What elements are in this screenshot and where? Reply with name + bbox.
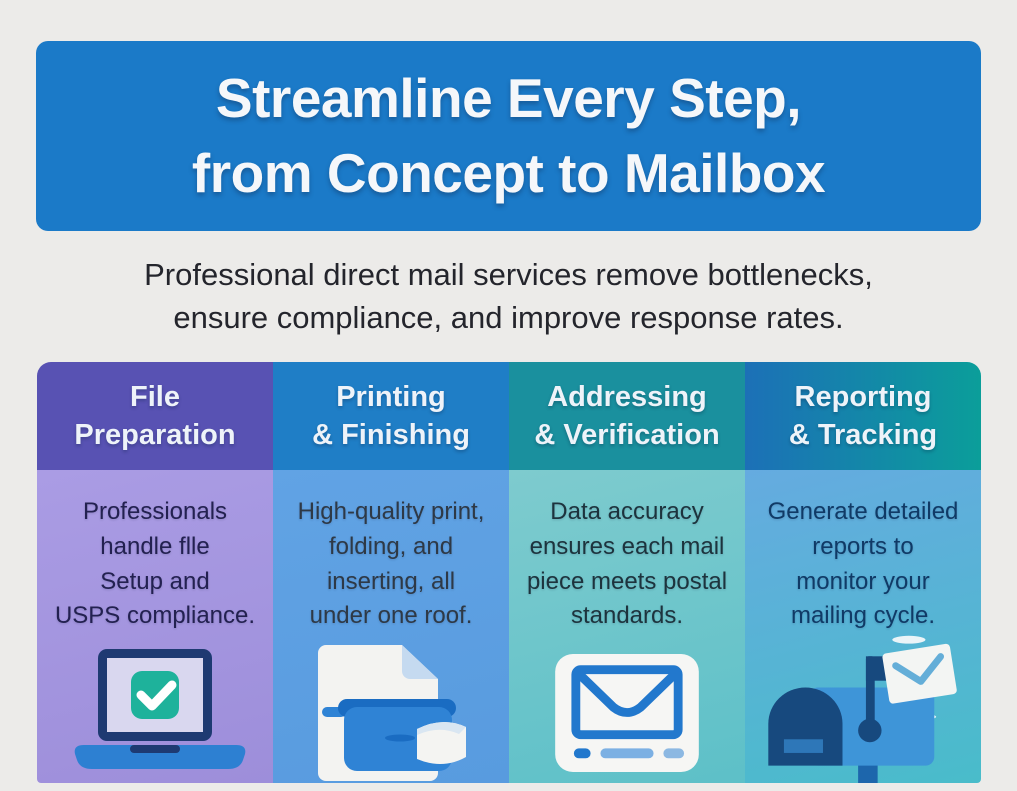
column-body-printing-finishing: High-quality print, folding, and inserti… — [273, 470, 509, 783]
envelope-card-icon — [555, 653, 699, 773]
column-title-addressing-verification: Addressing & Verification — [509, 362, 745, 470]
steps-panel: File Preparation Professionals handle fl… — [37, 362, 981, 783]
column-body-addressing-verification: Data accuracy ensures each mail piece me… — [509, 470, 745, 783]
title-banner: Streamline Every Step, from Concept to M… — [36, 41, 981, 231]
column-body-file-preparation: Professionals handle flle Setup and USPS… — [37, 470, 273, 783]
column-title-reporting-tracking: Reporting & Tracking — [745, 362, 981, 470]
column-printing-finishing: Printing & Finishing High-quality print,… — [273, 362, 509, 783]
mailbox-flag-icon — [768, 635, 957, 783]
page-subtitle: Professional direct mail services remove… — [144, 257, 873, 336]
page-title: Streamline Every Step, from Concept to M… — [191, 67, 826, 204]
column-title-printing-finishing: Printing & Finishing — [273, 362, 509, 470]
laptop-check-icon — [74, 649, 246, 769]
column-text: Professionals handle flle Setup and USPS… — [54, 498, 256, 630]
printer-document-icon — [318, 645, 466, 781]
column-reporting-tracking: Reporting & Tracking Generate detailed r… — [745, 362, 981, 783]
column-text: High-quality print, folding, and inserti… — [297, 498, 485, 630]
column-addressing-verification: Addressing & Verification Data accuracy … — [509, 362, 745, 783]
column-body-reporting-tracking: Generate detailed reports to monitor you… — [745, 470, 981, 783]
column-file-preparation: File Preparation Professionals handle fl… — [37, 362, 273, 783]
column-text: Data accuracy ensures each mail piece me… — [526, 498, 728, 630]
column-text: Generate detailed reports to monitor you… — [767, 498, 959, 630]
column-title-file-preparation: File Preparation — [37, 362, 273, 470]
